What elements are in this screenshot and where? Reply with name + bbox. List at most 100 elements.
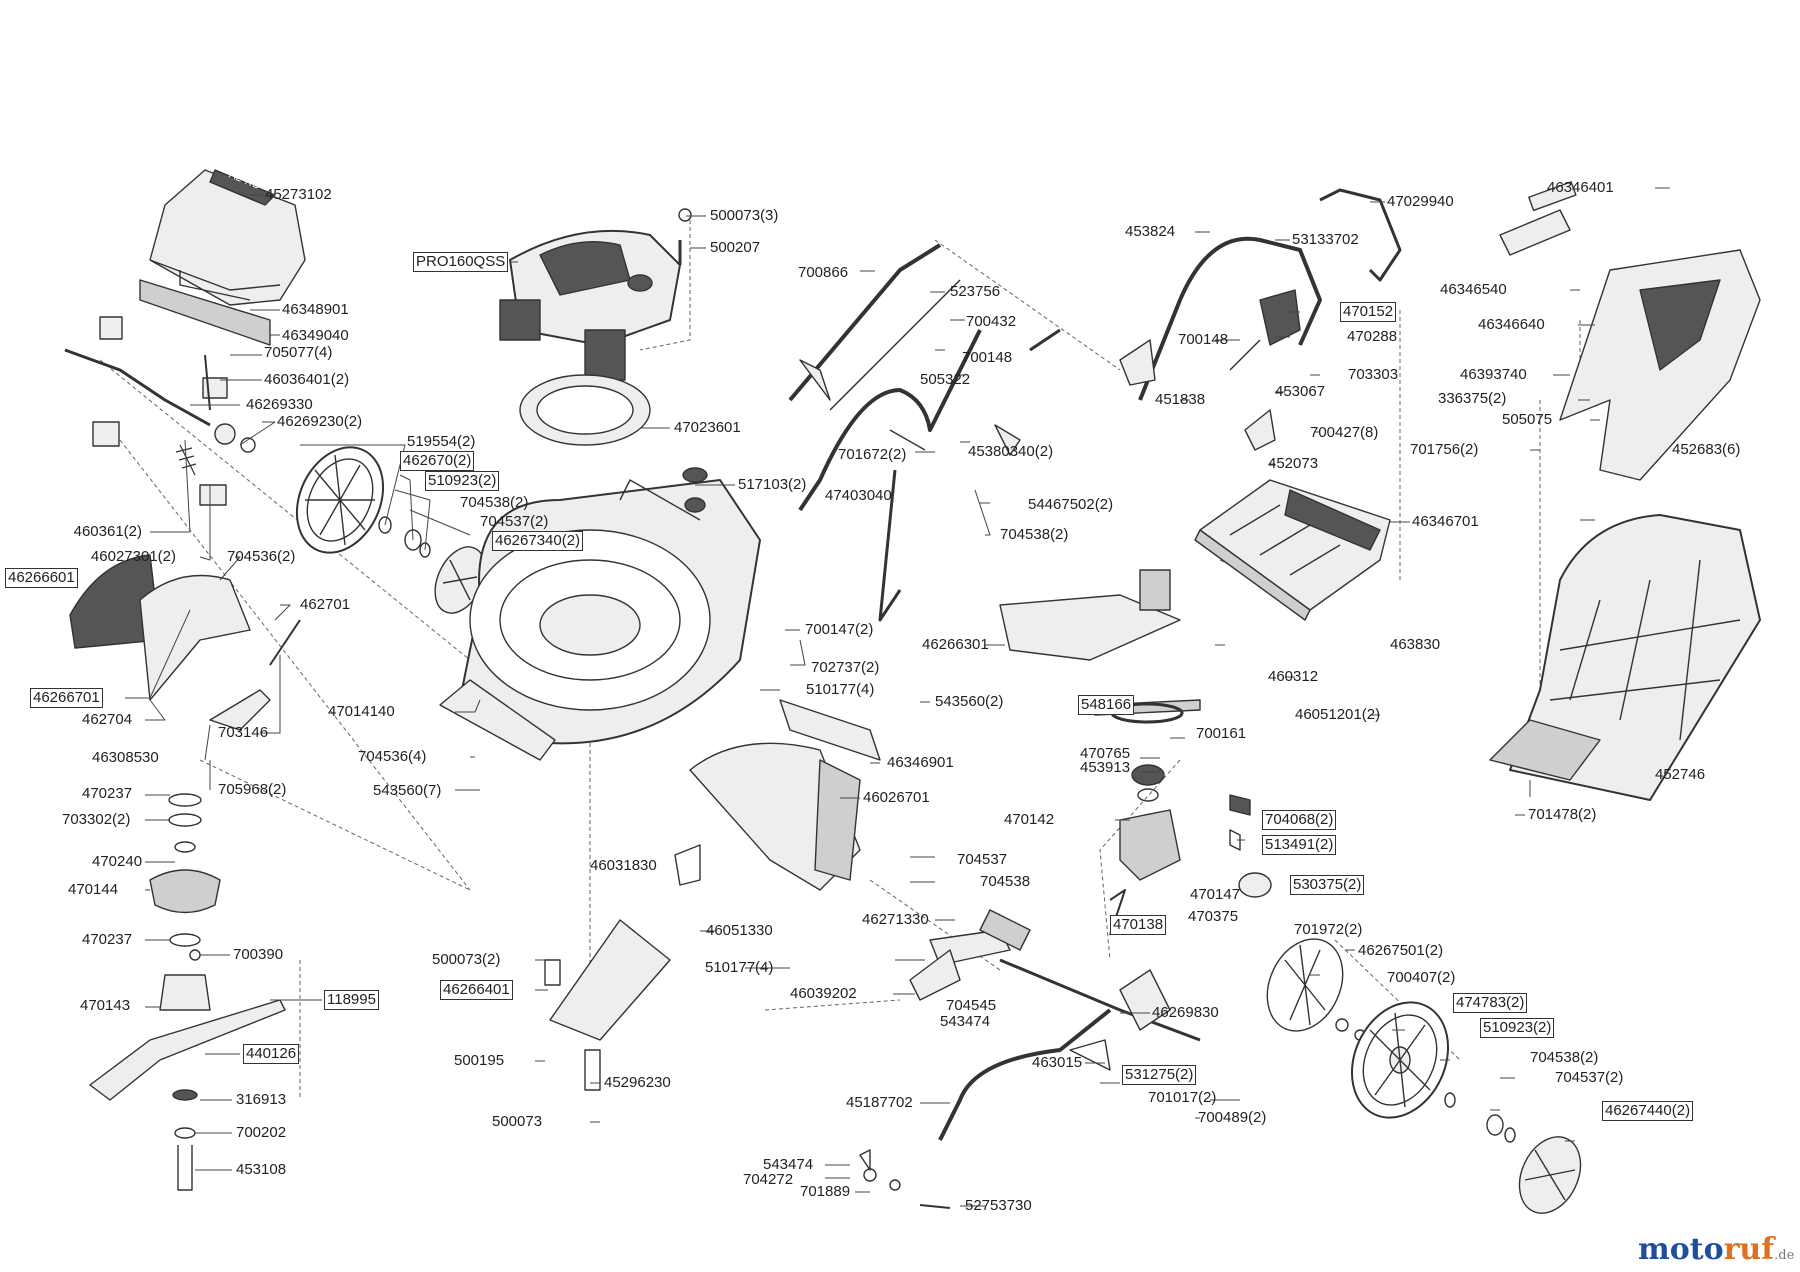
part-label-453824: 453824 bbox=[1125, 223, 1176, 240]
part-label-46266301: 46266301 bbox=[922, 636, 989, 653]
part-label-543474-axle: 543474 bbox=[940, 1013, 991, 1030]
part-label-46027301: 46027301(2) bbox=[90, 548, 176, 565]
part-label-704538-center: 704538(2) bbox=[1000, 526, 1069, 543]
part-label-46266401: 46266401 bbox=[440, 980, 513, 1000]
handle-clip-parts bbox=[64, 316, 256, 506]
rear-flap-and-chute bbox=[544, 699, 881, 1091]
part-label-453913: 453913 bbox=[1080, 759, 1131, 776]
assembly-guide-lines bbox=[99, 220, 1581, 1100]
front-left-wheel bbox=[295, 446, 486, 614]
part-label-45187702: 45187702 bbox=[846, 1094, 913, 1111]
part-label-463015: 463015 bbox=[1032, 1054, 1083, 1071]
part-label-46039202: 46039202 bbox=[790, 985, 857, 1002]
part-label-700148-right: 700148 bbox=[1178, 331, 1229, 348]
part-label-703146: 703146 bbox=[218, 724, 269, 741]
part-label-470142: 470142 bbox=[1004, 811, 1055, 828]
part-label-460361: 460361(2) bbox=[73, 523, 142, 540]
part-label-470375: 470375 bbox=[1188, 908, 1239, 925]
part-label-336375: 336375(2) bbox=[1438, 390, 1507, 407]
part-label-704545: 704545 bbox=[946, 997, 997, 1014]
part-label-45380340: 45380340(2) bbox=[968, 443, 1054, 460]
part-label-519554: 519554(2) bbox=[407, 433, 476, 450]
part-label-46036401: 46036401(2) bbox=[264, 371, 350, 388]
engine-part bbox=[499, 208, 692, 381]
part-label-543560-right: 543560(2) bbox=[935, 693, 1004, 710]
part-label-500195: 500195 bbox=[454, 1052, 505, 1069]
part-label-47014140: 47014140 bbox=[328, 703, 395, 720]
part-label-453067: 453067 bbox=[1275, 383, 1326, 400]
part-label-700866: 700866 bbox=[798, 264, 849, 281]
part-label-701672: 701672(2) bbox=[838, 446, 907, 463]
part-label-700489: 700489(2) bbox=[1198, 1109, 1267, 1126]
top-cover-part bbox=[139, 169, 306, 346]
part-label-704272: 704272 bbox=[743, 1171, 794, 1188]
watermark-ruf: ruf bbox=[1723, 1232, 1775, 1267]
part-label-440126: 440126 bbox=[243, 1044, 300, 1064]
engine-gasket bbox=[519, 374, 651, 446]
part-label-510923-right: 510923(2) bbox=[1480, 1018, 1555, 1038]
part-label-700427: 700427(8) bbox=[1310, 424, 1379, 441]
side-discharge-parts bbox=[69, 554, 301, 731]
part-label-530375: 530375(2) bbox=[1290, 875, 1365, 895]
part-label-46267501: 46267501(2) bbox=[1358, 942, 1444, 959]
part-label-531275: 531275(2) bbox=[1122, 1065, 1197, 1085]
part-label-470288: 470288 bbox=[1347, 328, 1398, 345]
part-label-PRO160QSS: PRO160QSS bbox=[413, 252, 509, 272]
part-label-505322: 505322 bbox=[920, 371, 971, 388]
part-label-46051330: 46051330 bbox=[706, 922, 773, 939]
part-label-46346901: 46346901 bbox=[887, 754, 954, 771]
part-label-462701: 462701 bbox=[300, 596, 351, 613]
part-label-46031830: 46031830 bbox=[590, 857, 657, 874]
part-label-46349040: 46349040 bbox=[282, 327, 349, 344]
part-label-470240: 470240 bbox=[92, 853, 143, 870]
part-label-543474-bottom: 543474 bbox=[763, 1156, 814, 1173]
part-label-700202: 700202 bbox=[236, 1124, 287, 1141]
part-label-452683: 452683(6) bbox=[1672, 441, 1741, 458]
part-label-463830: 463830 bbox=[1390, 636, 1441, 653]
part-label-453108: 453108 bbox=[236, 1161, 287, 1178]
part-label-704537-right: 704537(2) bbox=[1555, 1069, 1624, 1086]
part-label-704538-right: 704538(2) bbox=[1530, 1049, 1599, 1066]
part-label-700161: 700161 bbox=[1196, 725, 1247, 742]
lower-handle-rods bbox=[788, 243, 1061, 622]
part-label-46026701: 46026701 bbox=[863, 789, 930, 806]
part-label-500073-bottom: 500073 bbox=[492, 1113, 543, 1130]
part-label-45273102: 45273102 bbox=[265, 186, 332, 203]
part-label-46269230: 46269230(2) bbox=[277, 413, 363, 430]
part-label-700407: 700407(2) bbox=[1387, 969, 1456, 986]
part-label-701972: 701972(2) bbox=[1294, 921, 1363, 938]
part-label-700432: 700432 bbox=[966, 313, 1017, 330]
part-label-460312: 460312 bbox=[1268, 668, 1319, 685]
part-label-704536-left: 704536(2) bbox=[227, 548, 296, 565]
part-label-470765: 470765 bbox=[1080, 745, 1131, 762]
part-label-704538-axle: 704538 bbox=[980, 873, 1031, 890]
grass-box-basket bbox=[1489, 514, 1761, 801]
part-label-46348901: 46348901 bbox=[282, 301, 349, 318]
part-label-46346701: 46346701 bbox=[1412, 513, 1479, 530]
part-label-703303: 703303 bbox=[1348, 366, 1399, 383]
part-label-705968: 705968(2) bbox=[218, 781, 287, 798]
part-label-701478: 701478(2) bbox=[1528, 806, 1597, 823]
part-label-700148-center: 700148 bbox=[962, 349, 1013, 366]
part-label-452746: 452746 bbox=[1655, 766, 1706, 783]
part-label-46051201: 46051201(2) bbox=[1295, 706, 1381, 723]
part-label-46346540: 46346540 bbox=[1440, 281, 1507, 298]
part-label-701756: 701756(2) bbox=[1410, 441, 1479, 458]
part-label-500073-top: 500073(3) bbox=[710, 207, 779, 224]
part-label-470143: 470143 bbox=[80, 997, 131, 1014]
grass-box-top bbox=[1499, 181, 1761, 481]
part-label-701889: 701889 bbox=[800, 1183, 851, 1200]
part-label-47403040: 47403040 bbox=[825, 487, 892, 504]
part-label-462704: 462704 bbox=[82, 711, 133, 728]
blade-stack-parts bbox=[89, 793, 286, 1191]
part-label-701017: 701017(2) bbox=[1148, 1089, 1217, 1106]
part-label-704536-center: 704536(4) bbox=[358, 748, 427, 765]
part-label-46266601: 46266601 bbox=[5, 568, 78, 588]
part-label-45296230: 45296230 bbox=[604, 1074, 671, 1091]
part-label-118995: 118995 bbox=[324, 990, 379, 1010]
part-label-46269330: 46269330 bbox=[246, 396, 313, 413]
part-label-470237-upper: 470237 bbox=[82, 785, 133, 802]
part-label-46346401: 46346401 bbox=[1547, 179, 1614, 196]
part-label-704538-left: 704538(2) bbox=[460, 494, 529, 511]
